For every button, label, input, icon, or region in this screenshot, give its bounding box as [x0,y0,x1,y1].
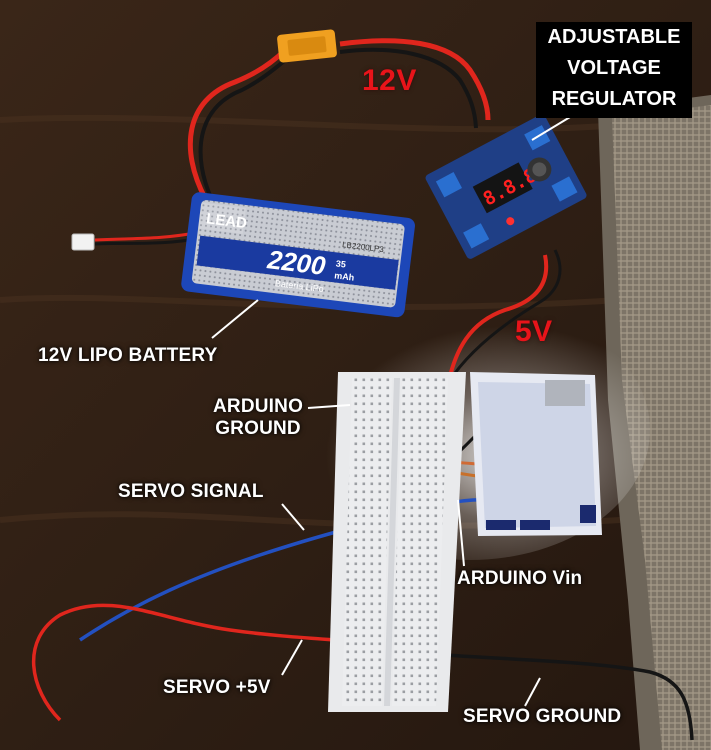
mesh-chair [598,95,711,750]
reg-output-red-wire [446,254,549,386]
battery-unit-text: mAh [334,270,355,282]
arduino-board [470,372,602,536]
label-5v: 5V [515,315,553,348]
battery-brand-text: LEAD [205,210,248,232]
battery-c-text: 35 [335,258,346,269]
pointer-arduino-ground [307,404,351,409]
label-arduino-vin: ARDUINO Vin [457,568,583,589]
battery-red-wire [187,48,287,200]
reg-output-black-wire [443,249,562,389]
pointer-arduino-vin [457,499,465,567]
label-lipo-battery: 12V LIPO BATTERY [38,345,218,366]
pointer-battery [211,299,259,339]
breadboard [328,372,466,712]
lipo-battery: LEAD 2200 35 mAh Bateria LiPo LB2200LP3 [181,192,415,318]
regulator-label-line-2: VOLTAGE [567,57,661,79]
regulator-label-line-1: ADJUSTABLE [547,26,681,48]
label-arduino-ground: ARDUINO GROUND [213,396,303,440]
battery-capacity-text: 2200 [265,244,328,281]
regulator-label-box: ADJUSTABLE VOLTAGE REGULATOR [536,22,692,118]
label-arduino-ground-line-1: ARDUINO [213,396,304,417]
label-servo-5v: SERVO +5V [163,677,271,698]
reg-input-red-wire [339,38,491,121]
pointer-servo-5v [281,639,303,676]
servo-ground-wire [444,653,694,741]
label-servo-ground: SERVO GROUND [463,706,622,727]
label-arduino-ground-line-2: GROUND [215,417,301,439]
pointer-servo-signal [281,503,305,531]
balance-connector [71,233,95,251]
regulator-label-line-3: REGULATOR [551,88,677,110]
battery-black-wire [198,56,290,201]
label-12v: 12V [362,64,417,97]
xt60-connector [277,29,337,63]
pointer-servo-ground [524,677,541,707]
reg-input-black-wire [339,47,478,129]
voltage-regulator: 8.8.8 [425,114,587,259]
label-servo-signal: SERVO SIGNAL [118,481,264,502]
